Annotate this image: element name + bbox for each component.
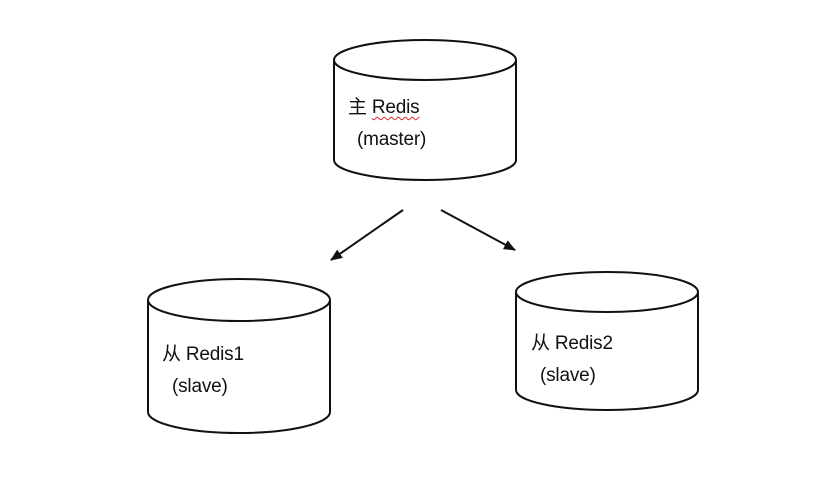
slave1-title: 从 Redis1 [162,345,244,364]
master-role: (master) [357,129,427,150]
slave2-title: 从 Redis2 [531,334,613,353]
slave1-name: Redis1 [185,344,244,365]
slave1-prefix: 从 [162,344,181,365]
slave2-cylinder [515,271,699,411]
master-prefix: 主 [348,97,367,118]
slave2-prefix: 从 [531,333,550,354]
slave1-role: (slave) [172,376,228,397]
slave1-cylinder [147,278,331,434]
master-title: 主 Redis [348,97,420,118]
arrow-master-to-slave2 [440,209,516,251]
slave2-role: (slave) [540,365,596,386]
arrow-master-to-slave1 [330,209,404,261]
master-name: Redis [371,97,420,118]
slave2-name: Redis2 [554,333,613,354]
master-cylinder [333,39,517,181]
